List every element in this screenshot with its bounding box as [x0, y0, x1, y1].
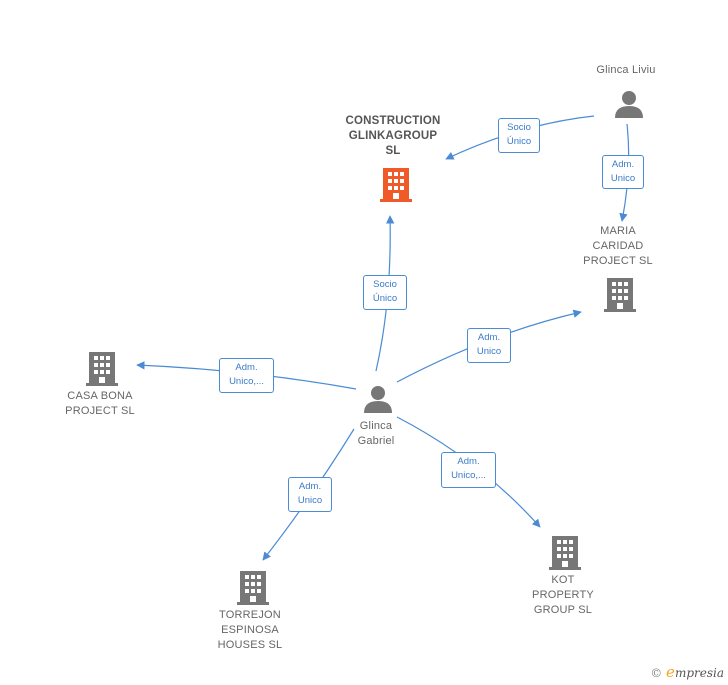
building-icon[interactable]: [549, 534, 581, 570]
edge-label-liviu-construction: Socio Único: [498, 118, 540, 153]
brand-logo-text: mpresia: [674, 666, 724, 680]
edge-label-gabriel-torrejon: Adm. Unico: [288, 477, 332, 512]
node-label-gabriel[interactable]: Glinca Gabriel: [357, 420, 395, 447]
edge-label-gabriel-casa: Adm. Unico,...: [219, 358, 274, 393]
node-label-casa[interactable]: CASA BONA PROJECT SL: [65, 390, 135, 417]
node-label-liviu[interactable]: Glinca Liviu: [596, 64, 656, 76]
building-icon[interactable]: [237, 569, 269, 605]
node-label-torrejon[interactable]: TORREJON ESPINOSA HOUSES SL: [217, 609, 283, 651]
brand-logo-initial: e: [666, 663, 675, 681]
building-icon[interactable]: [380, 166, 412, 202]
edge-label-liviu-maria: Adm. Unico: [602, 155, 644, 189]
copyright-symbol: ©: [650, 666, 663, 680]
node-label-maria[interactable]: MARIA CARIDAD PROJECT SL: [583, 225, 653, 267]
person-icon[interactable]: [363, 384, 393, 414]
edge-label-gabriel-kot: Adm. Unico,...: [441, 452, 496, 488]
node-label-kot[interactable]: KOT PROPERTY GROUP SL: [532, 574, 594, 616]
node-label-construction[interactable]: CONSTRUCTION GLINKAGROUP SL: [345, 115, 441, 157]
edge-label-gabriel-maria: Adm. Unico: [467, 328, 511, 363]
edge-label-gabriel-construction: Socio Único: [363, 275, 407, 310]
person-icon[interactable]: [614, 89, 644, 119]
watermark: © empresia: [650, 663, 724, 681]
building-icon[interactable]: [86, 350, 118, 386]
building-icon[interactable]: [604, 276, 636, 312]
